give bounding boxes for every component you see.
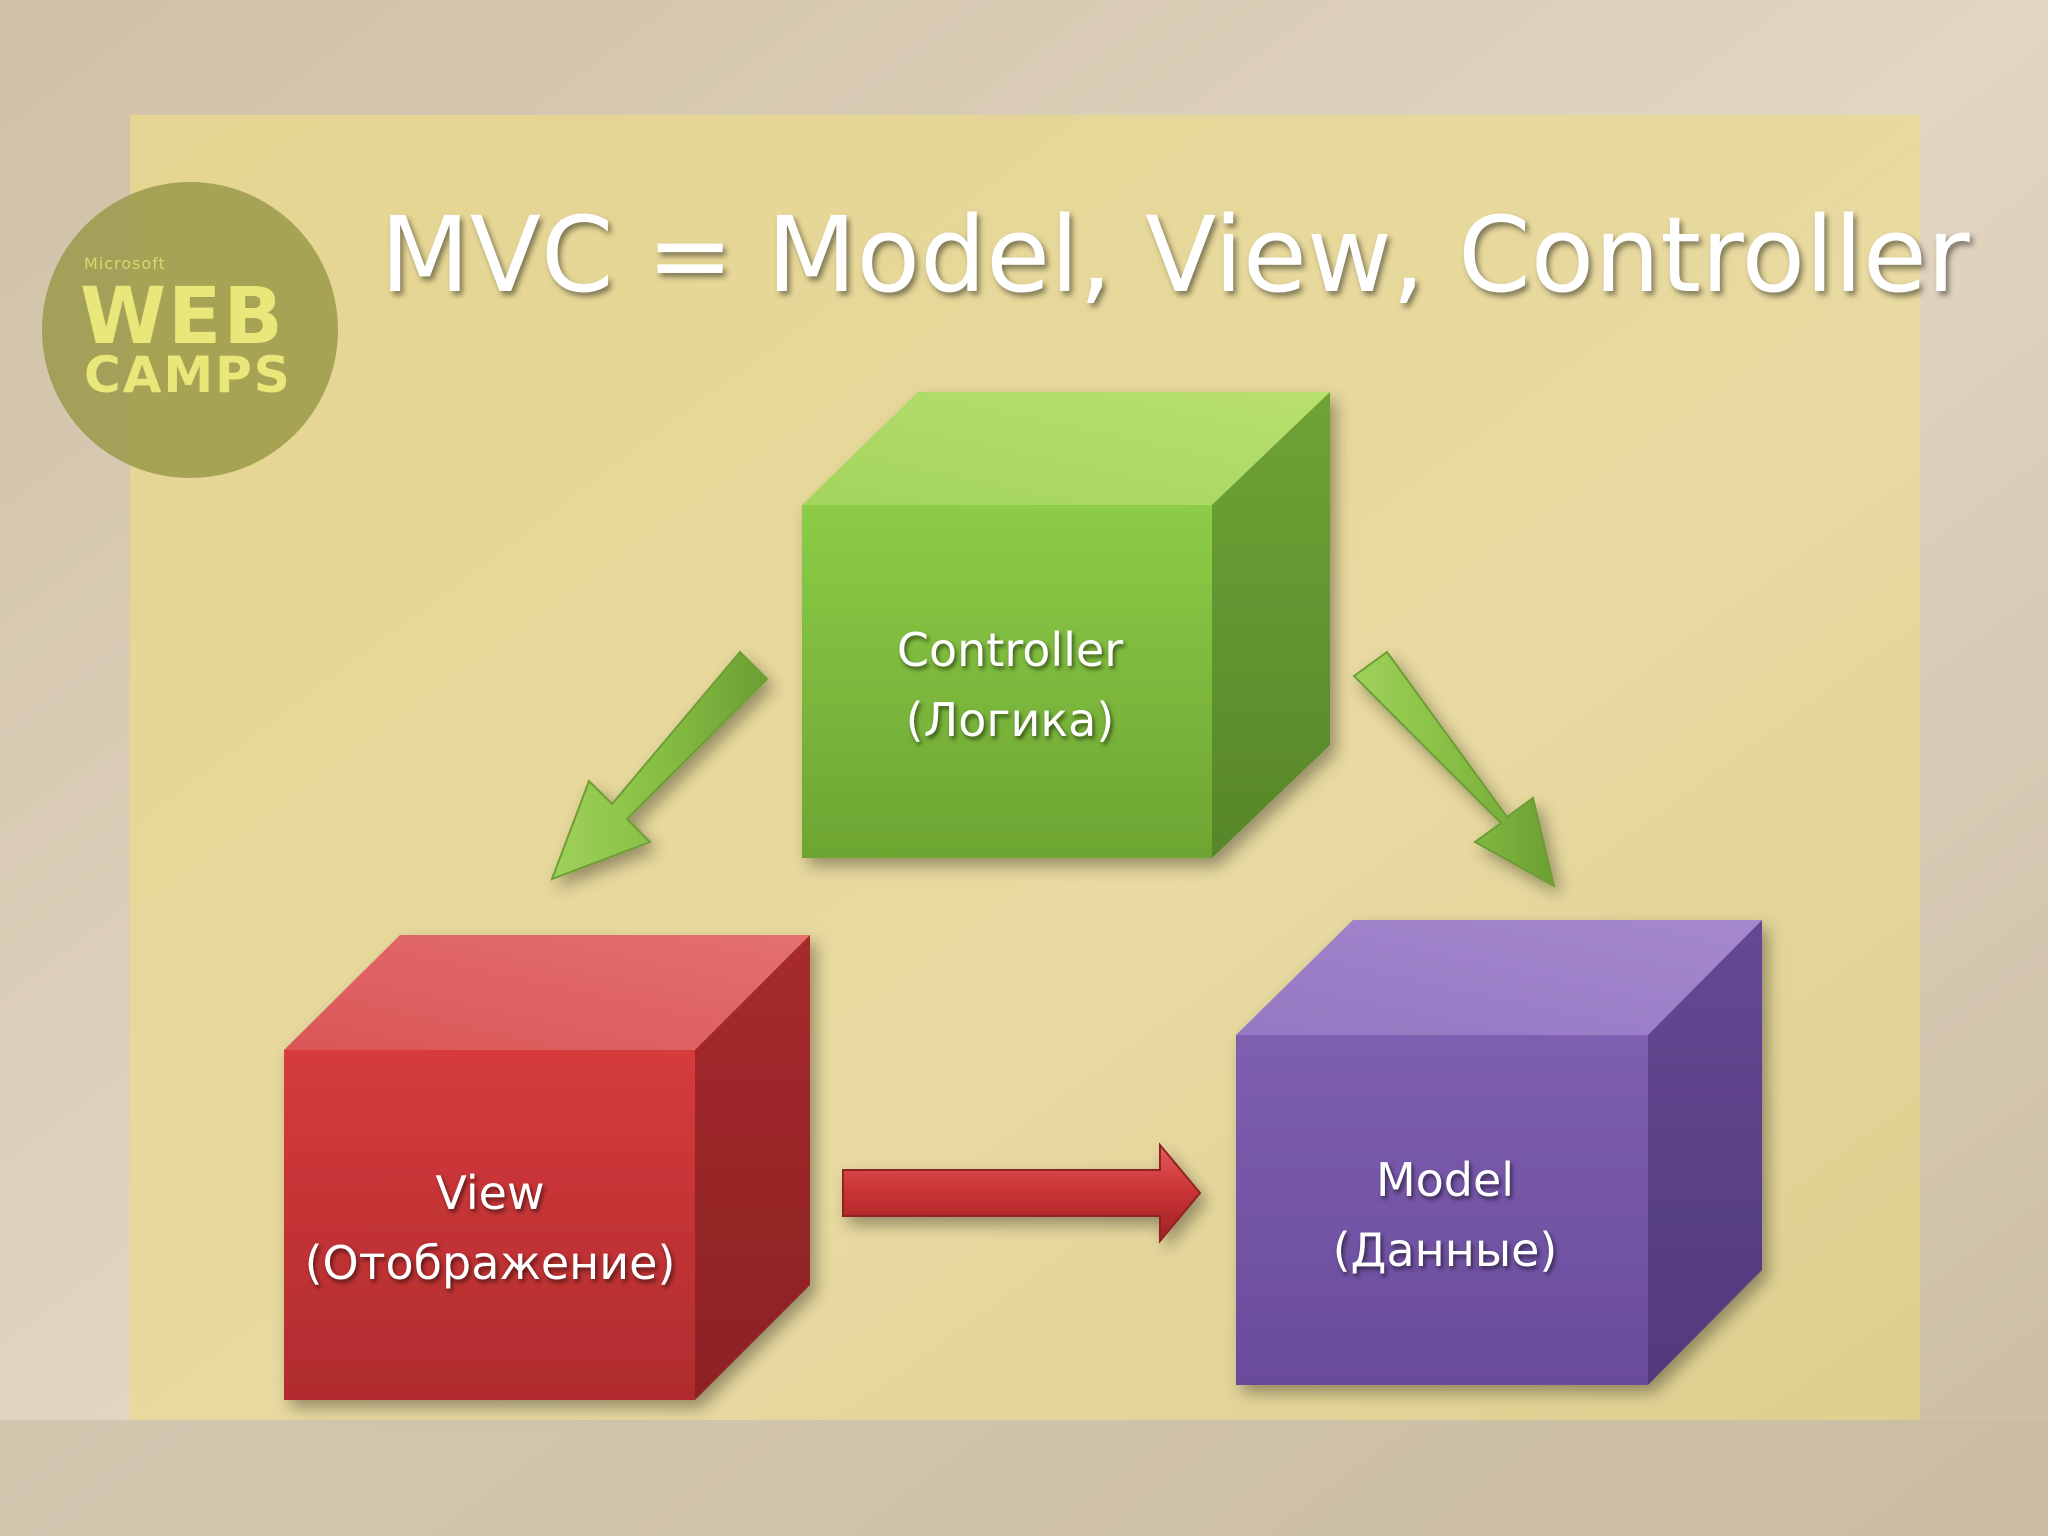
- view-name: View: [435, 1166, 545, 1220]
- model-name: Model: [1375, 1153, 1515, 1207]
- arrow-controller-to-model: [1352, 650, 1556, 888]
- logo-microsoft-text: Microsoft: [84, 254, 166, 273]
- model-cube: [1236, 920, 1762, 1385]
- arrow-controller-to-view: [550, 650, 769, 881]
- view-cube: [284, 935, 810, 1400]
- controller-cube-side: [1212, 392, 1330, 858]
- logo-web-text: WEB: [80, 272, 285, 362]
- view-cube-top: [284, 935, 810, 1050]
- controller-cube-top: [802, 392, 1330, 505]
- view-description: (Отображение): [304, 1236, 676, 1290]
- model-cube-side: [1648, 920, 1762, 1385]
- background-band-bottom: [0, 1420, 2048, 1536]
- model-cube-front: [1236, 1035, 1648, 1385]
- webcamps-logo-circle: [42, 182, 338, 478]
- controller-cube: [802, 392, 1330, 858]
- slide-title: MVC = Model, View, Controller: [380, 194, 1970, 316]
- controller-cube-front: [802, 505, 1212, 858]
- model-cube-top: [1236, 920, 1762, 1035]
- controller-description: (Логика): [905, 693, 1115, 747]
- view-cube-front: [284, 1050, 695, 1400]
- controller-name: Controller: [896, 623, 1124, 677]
- model-label: Model (Данные): [1245, 1145, 1645, 1285]
- arrow-view-to-model: [842, 1142, 1202, 1244]
- controller-label: Controller (Логика): [800, 615, 1220, 755]
- model-description: (Данные): [1332, 1223, 1558, 1277]
- logo-camps-text: CAMPS: [84, 346, 292, 404]
- view-label: View (Отображение): [250, 1158, 730, 1298]
- view-cube-side: [695, 935, 810, 1400]
